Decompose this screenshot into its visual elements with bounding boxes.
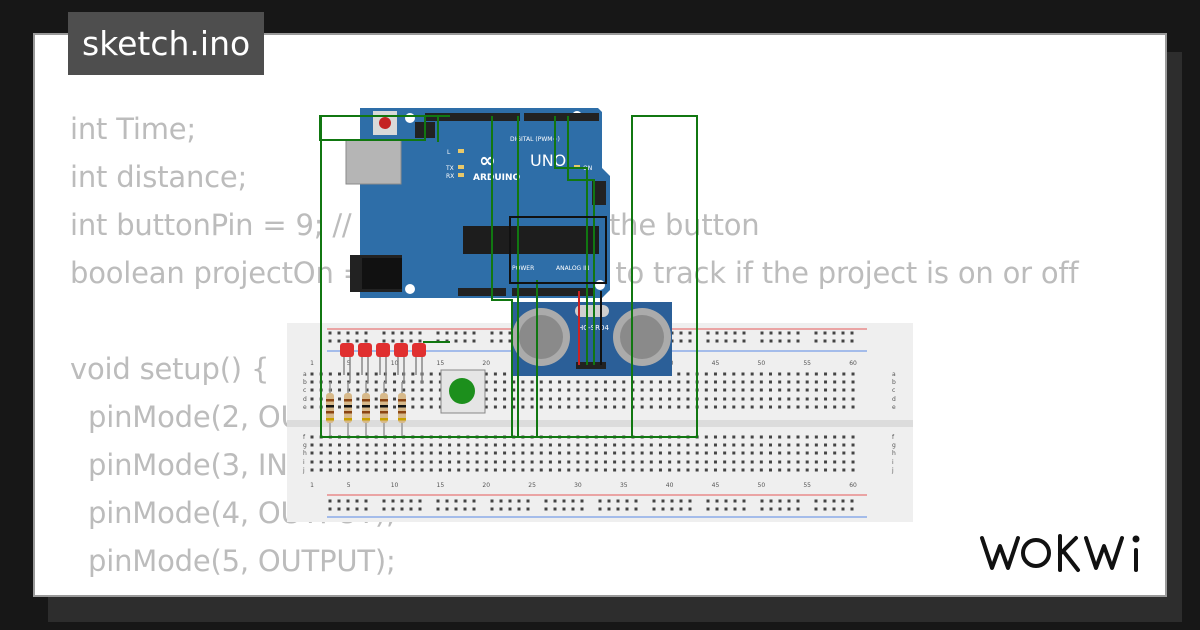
reset-button[interactable] [379,117,391,129]
row-letter: e [303,404,307,411]
column-number: 20 [482,482,490,489]
column-number: 5 [347,360,351,367]
column-number: 50 [758,482,766,489]
column-number: 30 [574,482,582,489]
column-number: 15 [437,360,445,367]
row-letter: h [303,450,307,457]
led-label-l: L [447,149,451,156]
column-number: 55 [803,482,811,489]
row-letter: a [303,371,307,378]
row-letter: d [303,396,307,403]
wokwi-logo [980,534,1140,572]
column-number: 50 [758,360,766,367]
row-letter: f [303,434,306,441]
file-name-tab[interactable]: sketch.ino [68,12,265,75]
column-number: 5 [347,482,351,489]
pushbutton[interactable] [440,369,486,414]
row-letter: j [302,467,305,474]
code-line: int Time; [70,112,196,146]
row-letter: g [892,442,896,449]
row-letter: g [303,442,307,449]
row-letter: i [303,459,305,466]
column-number: 55 [803,360,811,367]
row-letter: b [303,379,307,386]
wires [319,115,698,438]
column-number: 45 [712,482,720,489]
row-letter: f [892,434,895,441]
resistor[interactable] [380,382,388,436]
column-number: 25 [528,482,536,489]
column-number: 40 [666,482,674,489]
analog-label: ANALOG IN [556,265,589,272]
resistor[interactable] [344,382,352,436]
power-label: POWER [512,265,534,272]
resistor[interactable] [398,382,406,436]
row-letter: j [891,467,894,474]
row-letter: c [892,387,895,394]
resistor[interactable] [362,382,370,436]
column-number: 1 [310,360,314,367]
row-letter: e [892,404,896,411]
column-number: 60 [849,360,857,367]
resistor[interactable] [326,382,334,436]
row-letter: a [892,371,896,378]
column-number: 60 [849,482,857,489]
led[interactable] [412,343,426,383]
row-letter: d [892,396,896,403]
arduino-brand-label: ARDUINO [473,173,521,183]
led-label-rx: RX [446,173,454,180]
arduino-uno: ∞ ARDUINO UNO DIGITAL (PWM~) POWER ANALO… [345,108,610,298]
row-letter: c [303,387,306,394]
led[interactable] [376,343,390,383]
row-letter: h [892,450,896,457]
column-number: 10 [391,360,399,367]
code-line: void setup() { [70,352,270,386]
column-number: 20 [482,360,490,367]
led[interactable] [340,343,354,383]
led-group [340,343,426,383]
code-line: pinMode(6, OUTPUT); [70,585,1078,595]
led[interactable] [358,343,372,383]
arduino-infinity-icon: ∞ [479,148,496,172]
row-letter: b [892,379,896,386]
led-label-tx: TX [445,165,454,172]
digital-label: DIGITAL (PWM~) [510,136,560,143]
code-line: pinMode(5, OUTPUT); [70,544,396,578]
row-letter: i [892,459,894,466]
arduino-model-label: UNO [530,151,566,170]
column-number: 15 [437,482,445,489]
column-number: 45 [712,360,720,367]
column-number: 35 [620,482,628,489]
code-line: int distance; [70,160,248,194]
led[interactable] [394,343,408,383]
column-number: 10 [391,482,399,489]
column-number: 1 [310,482,314,489]
resistor-group [326,382,406,436]
